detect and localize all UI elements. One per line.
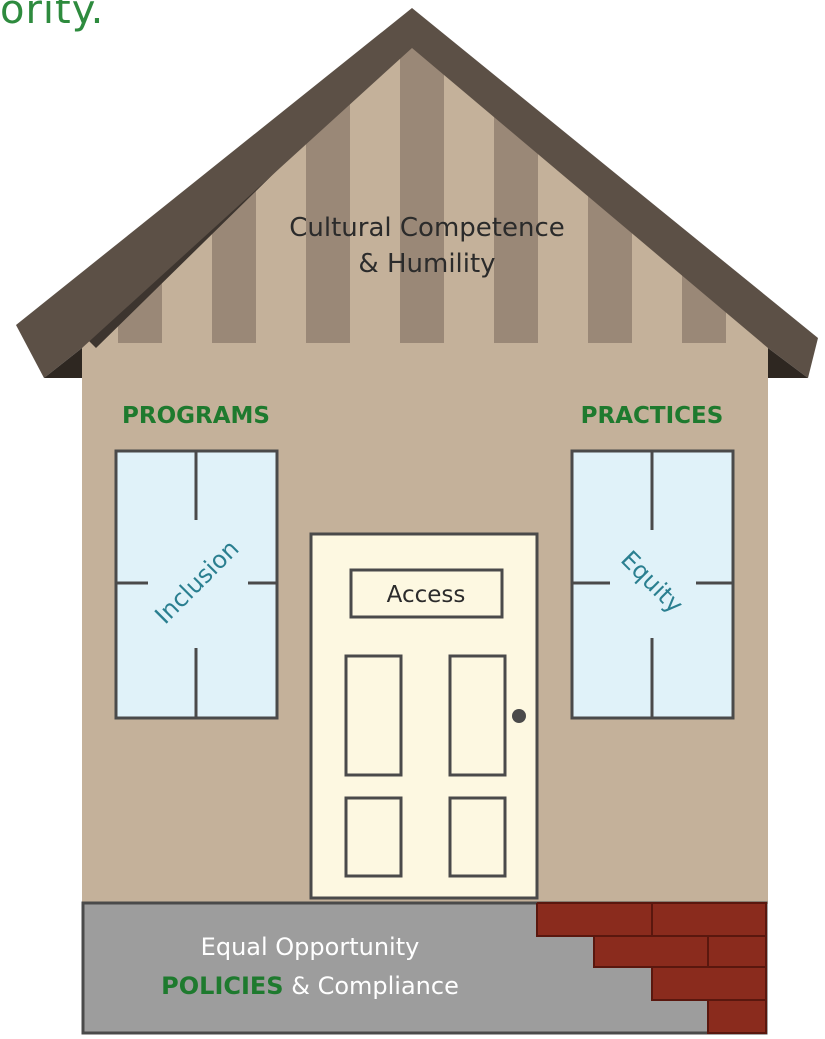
foundation-label-line1: Equal Opportunity <box>201 933 420 961</box>
door-panel <box>344 654 403 777</box>
door-knob <box>512 709 526 723</box>
roof <box>16 8 818 378</box>
policies-highlight: POLICIES <box>161 972 283 1000</box>
window-equity: Equity <box>570 449 735 720</box>
compliance-text: & Compliance <box>284 972 459 1000</box>
door-panel <box>448 654 507 777</box>
attic-stripe <box>494 38 538 343</box>
foundation-label-line2: POLICIES & Compliance <box>161 972 459 1000</box>
door-sign <box>349 568 504 619</box>
brick-steps <box>536 902 767 1034</box>
page-title-fragment: ority. <box>0 0 105 33</box>
door-sign-label: Access <box>387 582 466 608</box>
window-inclusion: Inclusion <box>114 449 279 720</box>
door-panel <box>448 796 507 878</box>
attic-label-line1: Cultural Competence <box>289 213 565 243</box>
door: Access <box>309 532 539 900</box>
door-panel <box>344 796 403 878</box>
programs-heading: PROGRAMS <box>122 403 270 429</box>
attic-stripe <box>400 38 444 343</box>
attic-label-line2: & Humility <box>358 249 495 279</box>
practices-heading: PRACTICES <box>581 403 724 429</box>
